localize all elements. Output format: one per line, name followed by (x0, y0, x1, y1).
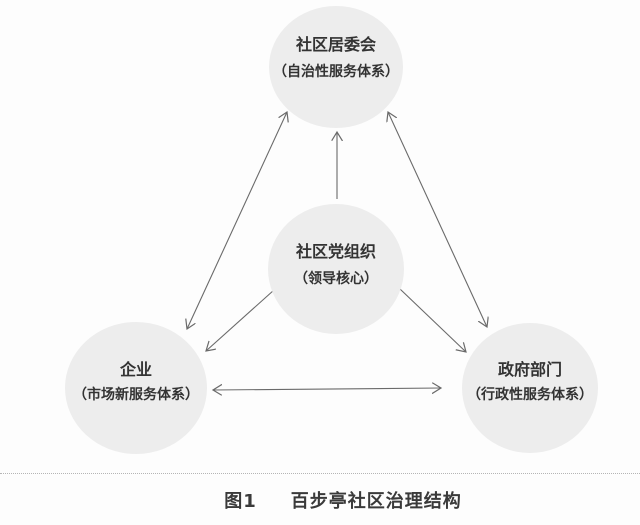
edge-enterprise-government-arrow (213, 388, 441, 390)
node-enterprise-subtitle: （市场新服务体系） (73, 386, 199, 403)
node-committee-circle (269, 6, 403, 128)
figure-caption-label: 图1 (224, 491, 257, 512)
node-government: 政府部门 （行政性服务体系） (462, 323, 598, 453)
node-party-subtitle: （领导核心） (294, 270, 378, 287)
node-government-subtitle: （行政性服务体系） (467, 386, 593, 403)
node-government-circle (462, 323, 598, 453)
edge-committee-government-arrow (388, 112, 487, 327)
node-enterprise: 企业 （市场新服务体系） (65, 322, 207, 454)
node-party: 社区党组织 （领导核心） (268, 204, 404, 334)
governance-structure-diagram: 社区居委会 （自治性服务体系） 社区党组织 （领导核心） 企业 （市场新服务体系… (65, 6, 598, 454)
edge-party-enterprise-arrow (206, 289, 275, 351)
node-committee-subtitle: （自治性服务体系） (273, 63, 399, 80)
node-committee: 社区居委会 （自治性服务体系） (269, 6, 403, 128)
edge-party-government-arrow (399, 288, 466, 352)
diagram-edges (187, 112, 487, 390)
node-government-title: 政府部门 (498, 360, 562, 379)
node-party-title: 社区党组织 (295, 242, 376, 261)
node-committee-title: 社区居委会 (295, 35, 376, 54)
figure-caption: 图1 百步亭社区治理结构 (23, 487, 640, 513)
node-enterprise-title: 企业 (119, 360, 152, 379)
node-party-circle (268, 204, 404, 334)
caption-divider (0, 473, 640, 474)
edge-committee-enterprise-arrow (187, 112, 287, 329)
node-enterprise-circle (65, 322, 207, 454)
figure-caption-title: 百步亭社区治理结构 (290, 491, 462, 512)
